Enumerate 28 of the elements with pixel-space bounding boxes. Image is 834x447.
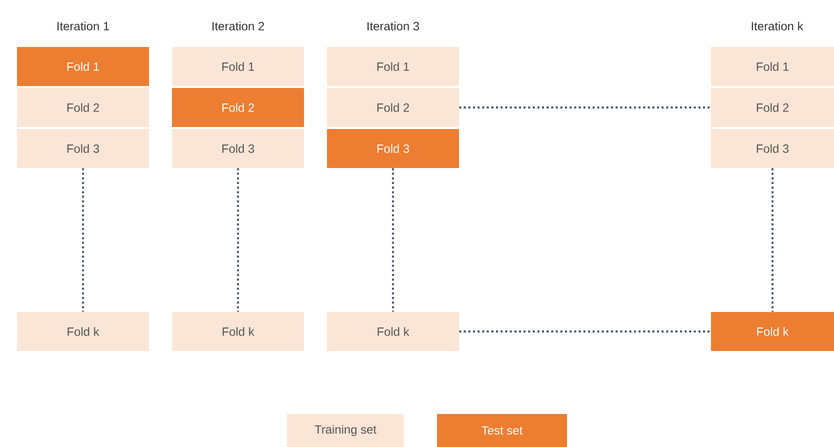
fold-box: Fold 2	[172, 88, 304, 127]
fold-box: Fold 1	[17, 47, 149, 86]
fold-box: Fold 1	[711, 47, 834, 86]
iteration-heading: Iteration k	[752, 22, 804, 30]
fold-box: Fold 1	[327, 47, 459, 86]
dotted-connector	[459, 330, 711, 332]
fold-box: Fold k	[327, 312, 459, 351]
fold-box: Fold 2	[327, 88, 459, 127]
fold-box: Fold 3	[172, 129, 304, 168]
iteration-heading: Iteration 2	[212, 22, 264, 30]
fold-box: Fold 3	[17, 129, 149, 168]
legend-label: Training set	[314, 424, 376, 436]
fold-box: Fold k	[17, 312, 149, 351]
dotted-connector	[459, 106, 711, 108]
iteration-heading: Iteration 3	[368, 22, 420, 30]
dotted-connector	[772, 168, 774, 312]
legend-label: Test set	[482, 426, 522, 435]
fold-box: Fold 3	[711, 129, 834, 168]
fold-box: Fold 3	[327, 129, 459, 168]
dotted-connector	[237, 168, 239, 312]
fold-box: Fold 1	[172, 47, 304, 86]
dotted-connector	[82, 168, 84, 312]
iteration-heading: Iteration 1	[58, 22, 109, 30]
dotted-connector	[392, 168, 394, 312]
fold-box: Fold 2	[17, 88, 149, 127]
fold-box: Fold k	[172, 312, 304, 351]
fold-box: Fold 2	[711, 88, 834, 127]
fold-box: Fold k	[711, 312, 834, 351]
